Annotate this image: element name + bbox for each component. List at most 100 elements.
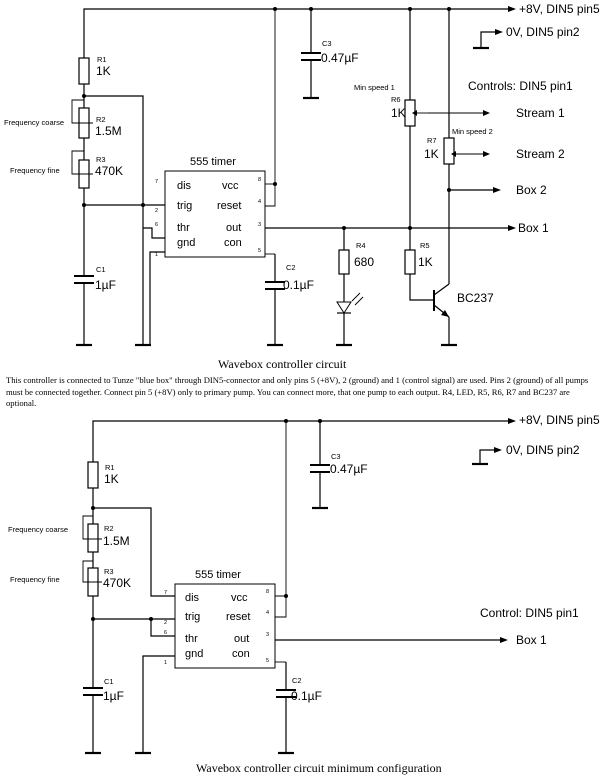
pin-5: 5: [266, 658, 269, 664]
box1-arrow: [500, 637, 508, 643]
r6-label: Min speed 1: [354, 83, 395, 92]
pin-4: 4: [266, 610, 269, 616]
pin-1: 1: [164, 660, 167, 666]
zero-rail-arrow: [495, 29, 503, 35]
gnd-pin-wire: [149, 251, 165, 345]
reset-wire: [265, 9, 276, 207]
r2-label: Frequency coarse: [4, 118, 64, 127]
junction: [318, 419, 322, 423]
box1-label: Box 1: [518, 221, 549, 235]
r2-wiper: [71, 99, 93, 124]
diagram-2: +8V, DIN5 pin5 0V, DIN5 pin2 R1 1K Frequ…: [8, 413, 600, 775]
r2-label: Frequency coarse: [8, 525, 68, 534]
r2-wiper: [82, 515, 102, 540]
base-wire: [409, 274, 434, 301]
r6-name: R6: [391, 95, 401, 104]
led-diode: [336, 301, 352, 314]
plus-rail-wire: [83, 8, 508, 58]
transistor-collector: [433, 283, 450, 296]
transistor-emitter-arrow: [441, 310, 449, 317]
r1-resistor: [87, 461, 99, 489]
pin-3: 3: [266, 632, 269, 638]
ic-555-body: [164, 170, 266, 258]
pin-out-label: out: [234, 633, 249, 645]
r1-name: R1: [105, 463, 115, 472]
junction: [149, 617, 153, 621]
r3-wiper: [71, 150, 93, 175]
pin-out-label: out: [226, 222, 241, 234]
plus-rail-arrow: [508, 6, 516, 12]
r4-value: 680: [354, 255, 374, 269]
pin-3: 3: [258, 222, 261, 228]
box2-arrow: [493, 187, 501, 193]
r1-resistor: [78, 57, 90, 85]
junction: [82, 203, 86, 207]
c1-value: 1µF: [95, 278, 116, 292]
pin-con-label: con: [232, 648, 250, 660]
r3-label: Frequency fine: [10, 166, 60, 175]
c1-name: C1: [96, 265, 106, 274]
pin-2: 2: [155, 208, 158, 214]
r4-resistor: [338, 249, 350, 275]
pin-vcc-label: vcc: [231, 592, 248, 604]
r3-name: R3: [104, 567, 114, 576]
box2-label: Box 2: [516, 183, 547, 197]
junction: [284, 419, 288, 423]
pin-gnd-label: gnd: [185, 648, 203, 660]
pin-gnd-label: gnd: [177, 237, 195, 249]
pin-1: 1: [155, 252, 158, 258]
c2-value: 0.1µF: [291, 689, 322, 703]
pin-thr-label: thr: [177, 222, 190, 234]
r5-value: 1K: [418, 255, 433, 269]
r7-value: 1K: [424, 147, 439, 161]
diagram-1-caption: Wavebox controller circuit: [218, 357, 347, 371]
r3-value: 470K: [95, 164, 123, 178]
gnd-pin-wire: [142, 655, 175, 753]
r7-label: Min speed 2: [452, 127, 493, 136]
junction: [284, 594, 288, 598]
vcc-wire: [275, 421, 287, 597]
c3-value: 0.47µF: [330, 462, 368, 476]
description-text: This controller is connected to Tunze "b…: [6, 375, 589, 408]
pin-trig-label: trig: [185, 611, 200, 623]
stream2-label: Stream 2: [516, 147, 565, 161]
r2-name: R2: [104, 524, 114, 533]
pin-6: 6: [164, 630, 167, 636]
plus-rail-label: +8V, DIN5 pin5: [519, 2, 600, 16]
r7-potentiometer: [443, 137, 455, 165]
r2-value: 1.5M: [95, 124, 122, 138]
r4-name: R4: [356, 241, 366, 250]
pin-vcc-label: vcc: [222, 180, 239, 192]
zero-rail-label: 0V, DIN5 pin2: [506, 443, 580, 457]
stream2-arrow: [483, 151, 490, 157]
ic-555-body: [174, 583, 276, 669]
r5-resistor: [404, 249, 416, 275]
dis-wire: [84, 95, 144, 345]
pin-7: 7: [155, 179, 158, 185]
junction: [273, 182, 277, 186]
c1-value: 1µF: [103, 689, 124, 703]
r3-wiper: [82, 560, 102, 583]
junction: [91, 506, 95, 510]
pin-dis-label: dis: [177, 180, 192, 192]
ic-555-title: 555 timer: [190, 156, 236, 168]
led-light-arrow: [351, 292, 361, 302]
pin-8: 8: [258, 177, 261, 183]
c2-name: C2: [292, 676, 302, 685]
junction: [82, 94, 86, 98]
pin-8: 8: [266, 589, 269, 595]
r7-name: R7: [427, 136, 437, 145]
junction: [141, 203, 145, 207]
diagram-1: +8V, DIN5 pin5 0V, DIN5 pin2 R1 1K Frequ…: [4, 2, 600, 371]
plus-rail-wire: [92, 420, 508, 462]
diagram-2-caption: Wavebox controller circuit minimum confi…: [196, 761, 442, 775]
r3-name: R3: [96, 155, 106, 164]
reset-wire: [275, 596, 287, 618]
r2-value: 1.5M: [103, 534, 130, 548]
junction: [91, 617, 95, 621]
thr-wire: [150, 619, 175, 637]
pin-5: 5: [258, 248, 261, 254]
stream1-arrow: [483, 110, 490, 116]
junction: [309, 7, 313, 11]
